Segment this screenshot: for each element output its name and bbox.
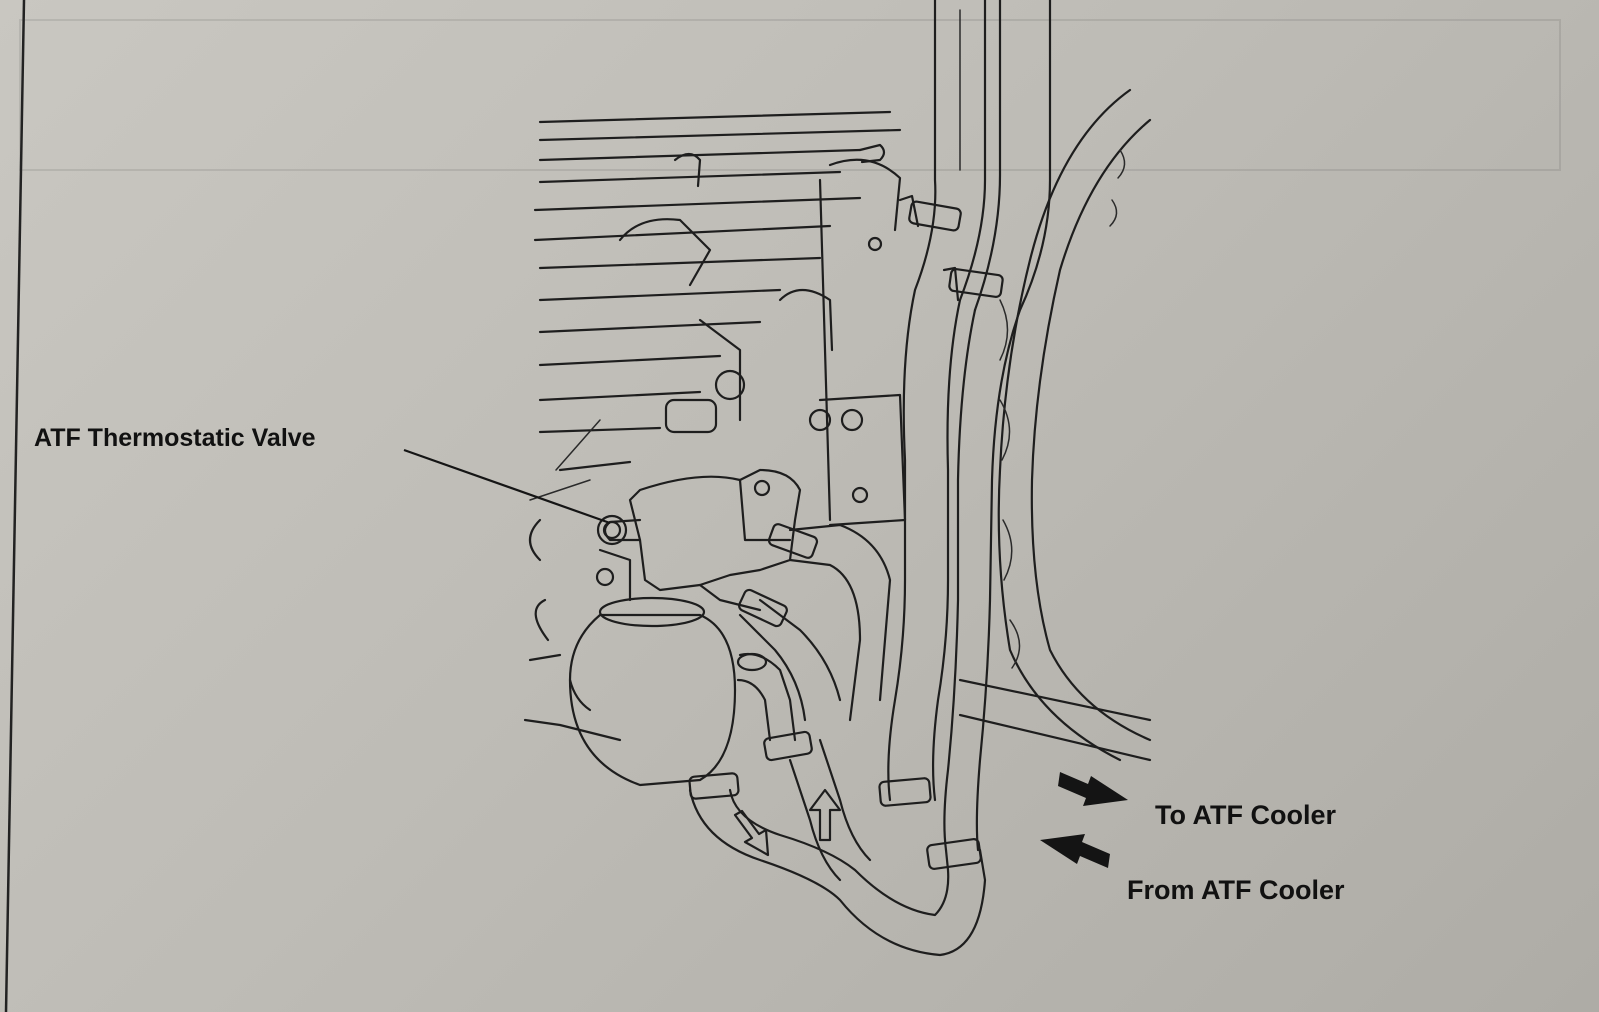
- flow-arrows: [733, 788, 842, 857]
- cooler-hoses: [887, 0, 1052, 852]
- thermostatic-valve: [595, 468, 892, 722]
- cooler-direction-arrows: [1040, 772, 1128, 868]
- transmission-body: [523, 110, 907, 742]
- atf-thermostatic-valve-label: ATF Thermostatic Valve: [34, 424, 316, 452]
- atf-filter: [568, 596, 987, 957]
- to-atf-cooler-label: To ATF Cooler: [1155, 800, 1336, 830]
- hose-clamps: [688, 194, 1004, 870]
- ghost-frame: [19, 19, 1561, 171]
- from-atf-cooler-label: From ATF Cooler: [1127, 875, 1345, 905]
- page-margin-line: [4, 0, 26, 1012]
- from-cooler-arrow: [1040, 834, 1110, 868]
- to-cooler-arrow: [1058, 772, 1128, 806]
- valve-leader-line: [403, 448, 611, 525]
- body-panel: [958, 88, 1152, 762]
